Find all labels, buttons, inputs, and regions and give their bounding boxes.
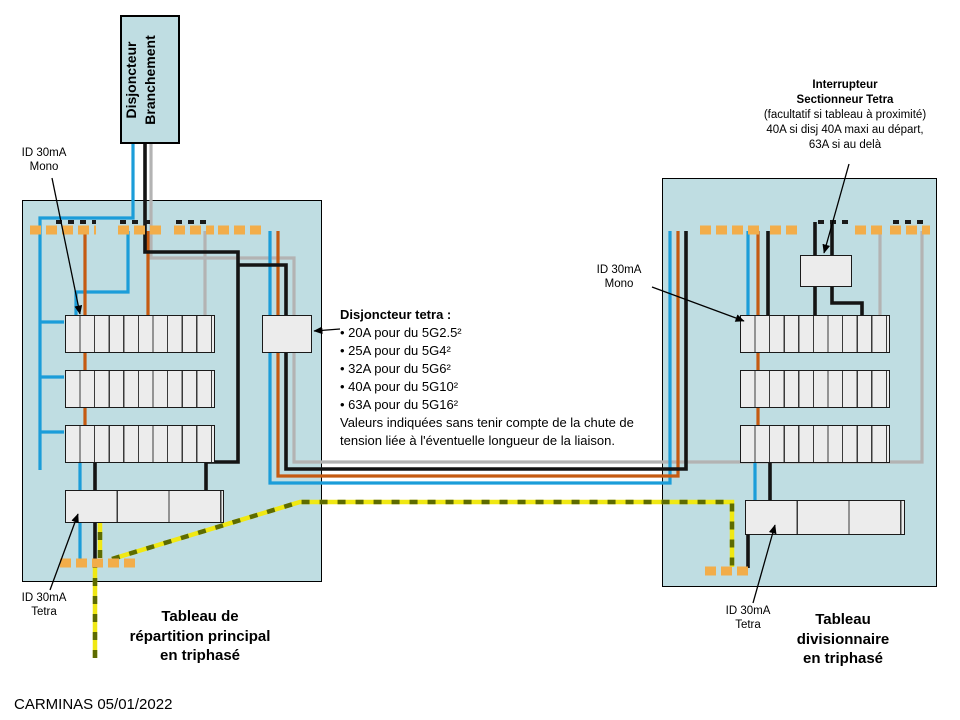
right-breaker-row-1 [740,315,890,353]
label-id30-tetra-right: ID 30mA Tetra [712,604,784,633]
branch-breaker-box: Disjoncteur Branchement [120,15,180,144]
right-panel-title: Tableau divisionnaire en triphasé [778,610,908,669]
title-line: répartition principal [129,627,271,645]
tetra-breaker-note: Disjoncteur tetra : • 20A pour du 5G2.5²… [340,306,670,450]
sectionneur-note-line: Interrupteur [812,79,878,91]
tetra-note-caption: tension liée à l'éventuelle longueur de … [340,432,615,448]
label-text: Mono [29,161,59,174]
label-id30-tetra-left: ID 30mA Tetra [8,591,80,620]
label-text: Tetra [31,606,57,619]
sectionneur-note-line: 63A si au delà [808,138,882,151]
title-line: Tableau de [161,608,239,625]
label-id30-mono-right: ID 30mA Mono [583,263,655,292]
left-panel-title: Tableau de répartition principal en trip… [100,607,300,666]
sectionneur-note-line: (facultatif si tableau à proximité) [763,108,927,121]
label-text: ID 30mA [596,264,642,276]
tetra-note-item: • 25A pour du 5G4² [340,342,451,358]
label-text: Mono [604,278,634,291]
label-id30-mono-left: ID 30mA Mono [8,146,80,175]
left-breaker-row-1 [65,315,215,353]
sectionneur-note: Interrupteur Sectionneur Tetra (facultat… [742,78,948,153]
label-text: Tetra [735,619,761,632]
right-breaker-row-2 [740,370,890,408]
right-breaker-row-3 [740,425,890,463]
tetra-note-item: • 20A pour du 5G2.5² [340,324,462,340]
title-line: en triphasé [802,650,884,667]
label-text: ID 30mA [21,147,67,159]
title-line: Tableau [815,611,871,628]
label-text: ID 30mA [725,605,771,617]
branch-breaker-line2: Branchement [141,34,158,125]
left-breaker-row-3 [65,425,215,463]
branch-breaker-label: Disjoncteur Branchement [122,17,178,142]
tetra-note-item: • 63A pour du 5G16² [340,396,459,412]
left-breaker-row-2 [65,370,215,408]
sectionneur-note-line: 40A si disj 40A maxi au départ, [766,123,924,136]
left-bottom-row [65,490,224,523]
tetra-note-item: • 40A pour du 5G10² [340,378,459,394]
sectionneur-note-line: Sectionneur Tetra [796,93,894,106]
label-text: ID 30mA [21,592,67,604]
title-line: divisionnaire [796,630,890,648]
tetra-note-caption: Valeurs indiquées sans tenir compte de l… [340,414,634,430]
branch-breaker-line1: Disjoncteur [123,41,139,119]
left-tetra-breaker-module [262,315,312,353]
tetra-note-title: Disjoncteur tetra : [340,307,452,322]
title-line: en triphasé [159,647,241,664]
sectionneur-tetra-module [800,255,852,287]
tetra-note-item: • 32A pour du 5G6² [340,360,451,376]
right-bottom-row [745,500,905,535]
credit-text: CARMINAS 05/01/2022 [14,696,173,713]
